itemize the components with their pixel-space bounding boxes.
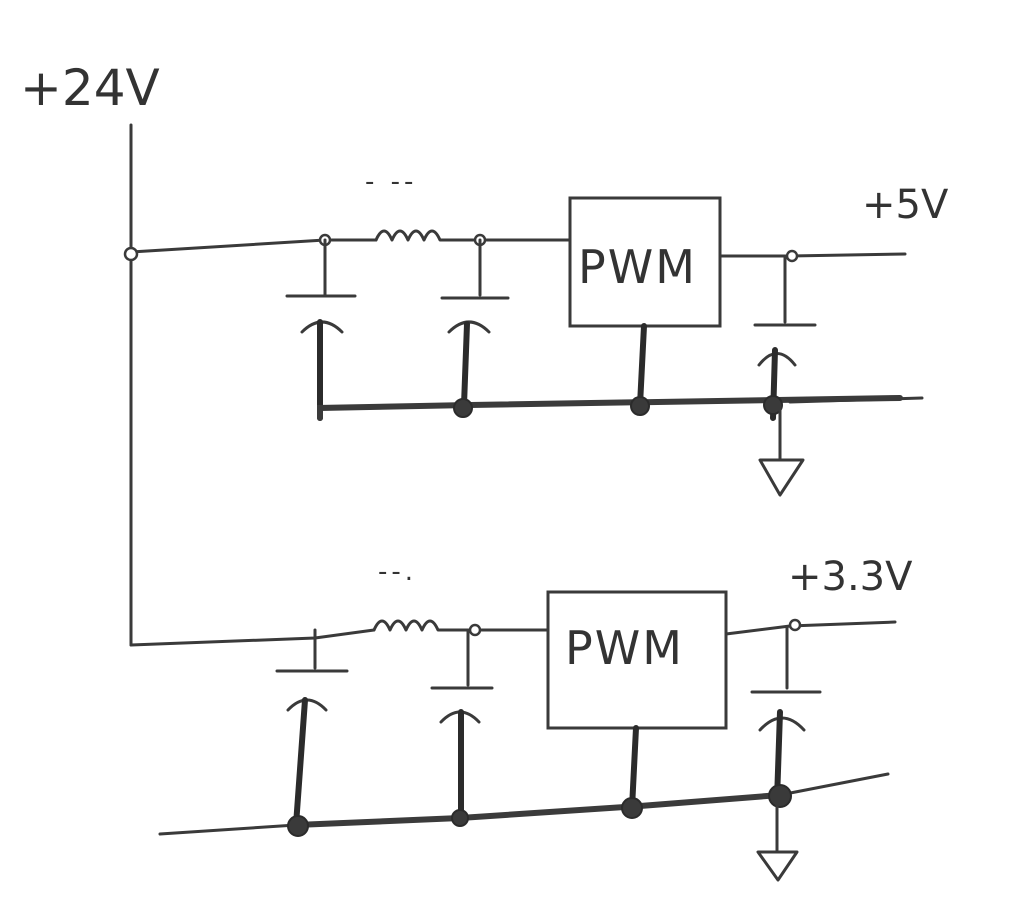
stage-5v-output-label: +5V	[862, 182, 949, 228]
stage-3v3-cap1-ground-lead	[293, 697, 308, 828]
stage-3v3-ground-symbol	[756, 850, 799, 882]
stage-3v3-ground-bus-tail	[778, 772, 890, 797]
stage-5v-ground-node-3	[763, 395, 783, 415]
stage-5v-ground-bus	[317, 395, 903, 421]
stage-5v-pwm-block	[568, 196, 722, 328]
stage-5v: - -- PWM +5V	[123, 167, 949, 497]
stage-5v-input-line	[129, 238, 378, 254]
supply-rail-label: +24V	[20, 59, 160, 117]
stage-5v-ground-symbol	[758, 458, 805, 497]
stage-3v3-pwm-label: PWM	[565, 621, 684, 675]
stage-3v3-ground-bus-lead	[158, 823, 298, 836]
stage-3v3-output-line	[724, 620, 897, 636]
stage-3v3-ground-node-4	[768, 784, 792, 808]
stage-3v3-inductor	[372, 619, 550, 632]
stage-3v3-input-line	[129, 628, 376, 647]
stage-5v-pwm-ground-lead	[637, 323, 647, 408]
stage-3v3-ground-node-2	[451, 809, 469, 827]
stage-5v-junction-left	[123, 246, 139, 262]
stage-3v3-ground-node-3	[621, 797, 643, 819]
stage-3v3-junction-out	[788, 618, 802, 632]
stage-5v-pwm-label: PWM	[578, 240, 697, 294]
stage-5v-ground-node-2	[630, 396, 650, 416]
stage-5v-output-line	[718, 252, 907, 258]
stage-5v-ground-bus-tail	[788, 396, 924, 404]
stage-3v3-pwm-block	[546, 590, 728, 730]
stage-3v3-junction-mid	[468, 623, 482, 637]
stage-3v3-ground-bus	[293, 792, 783, 828]
stage-3v3-ground-node-1	[287, 815, 309, 837]
stage-5v-inductor-note: - --	[365, 167, 417, 197]
stage-5v-junction-out	[785, 249, 799, 263]
stage-3v3-output-label: +3.3V	[788, 554, 913, 600]
stage-5v-ground-node-1	[453, 398, 473, 418]
stage-3v3: --. PWM +3.3V	[129, 554, 913, 882]
stage-5v-cap2-ground-lead	[461, 321, 470, 408]
stage-5v-inductor	[374, 229, 572, 242]
stage-3v3-pwm-ground-lead	[629, 725, 639, 811]
stage-3v3-inductor-note: --.	[378, 557, 417, 587]
